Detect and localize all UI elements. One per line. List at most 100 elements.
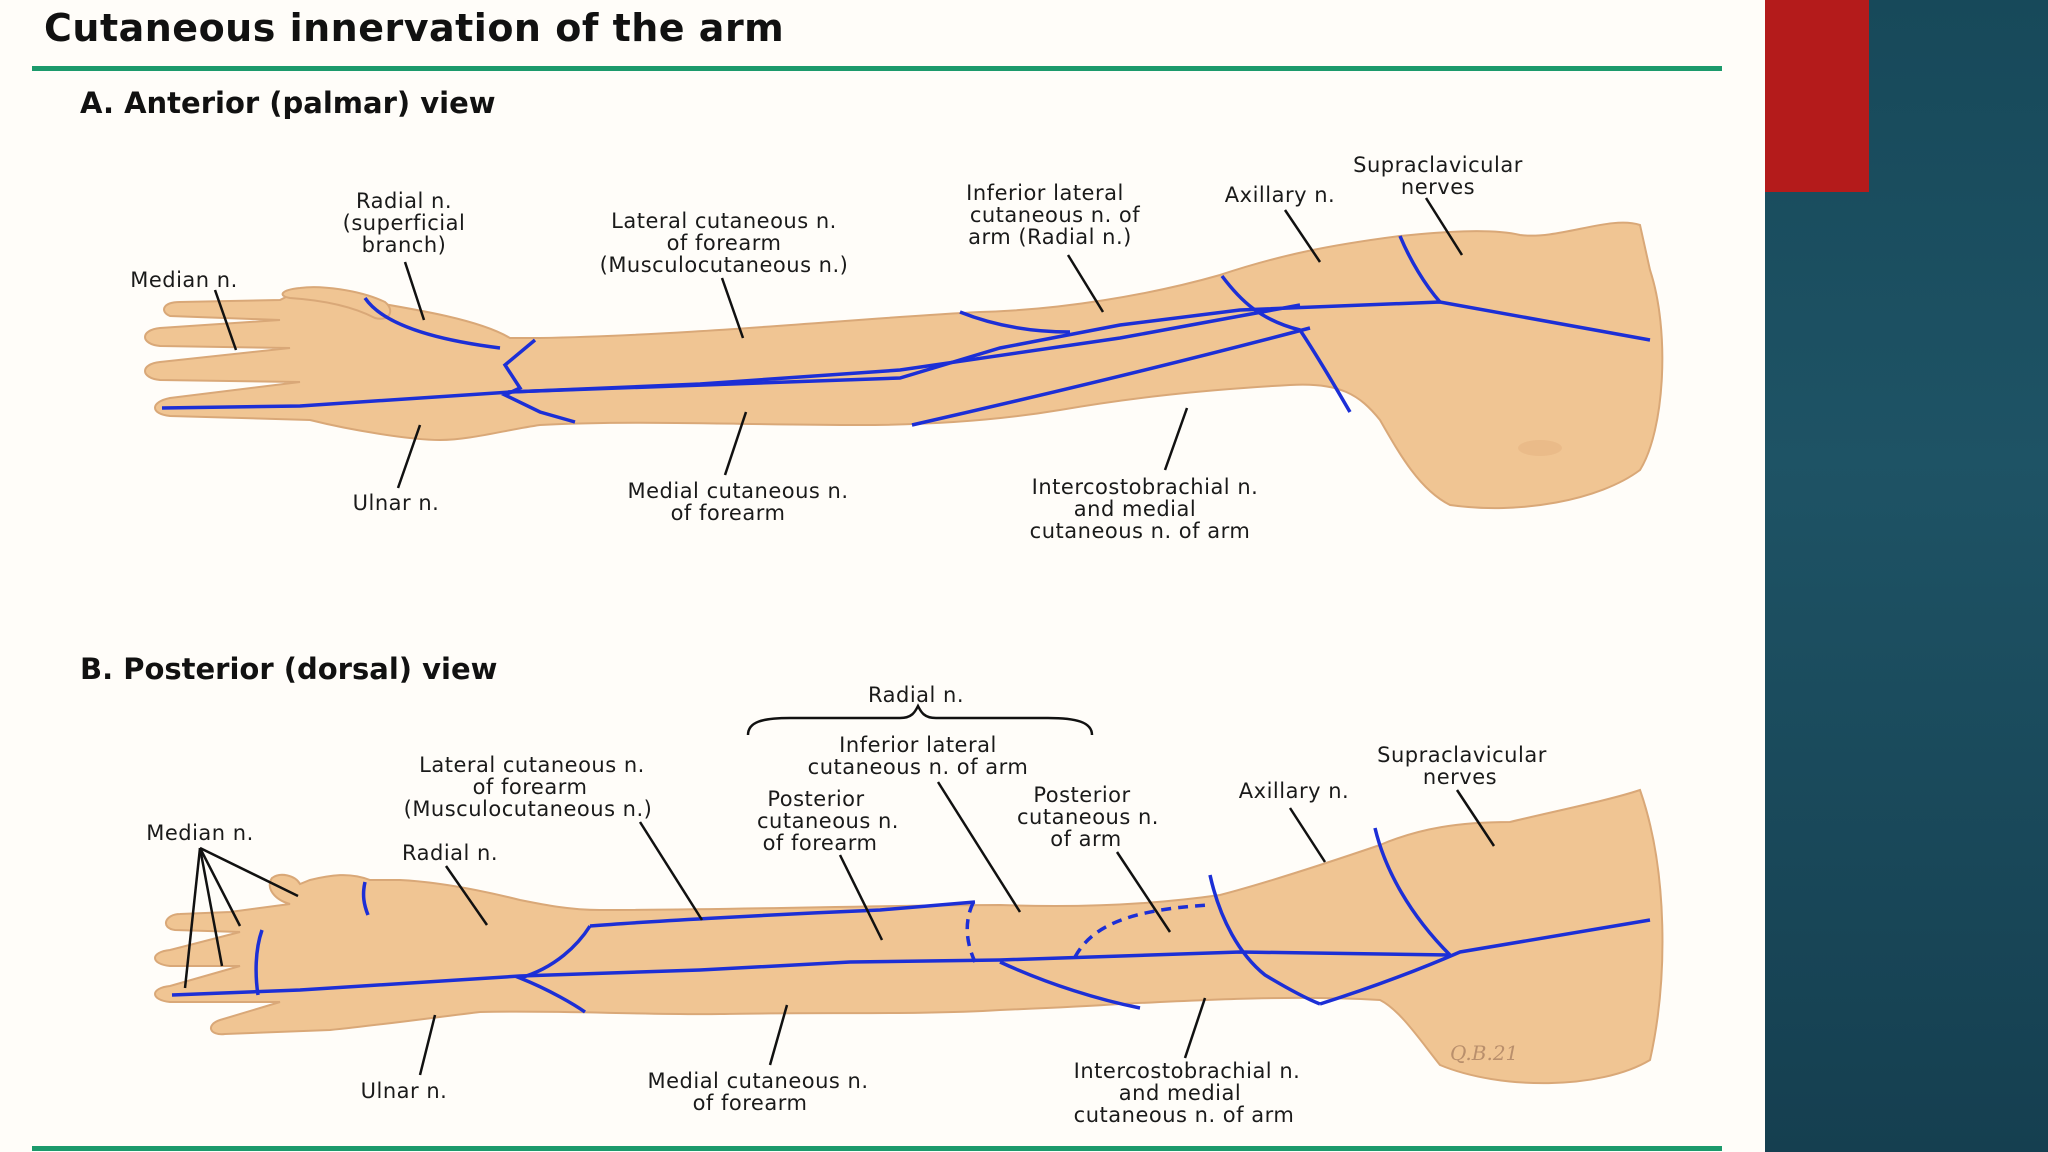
section-a-title: A. Anterior (palmar) view [80, 86, 496, 120]
anterior-labels: Median n. Radial n. (superficial branch)… [130, 153, 1523, 543]
posterior-nerve-line [589, 900, 976, 928]
posterior-nerve-line [1319, 918, 1651, 1006]
illustrator-signature: Q.B.21 [1450, 1041, 1518, 1065]
leader-line [1163, 407, 1189, 471]
leader-line [199, 846, 299, 898]
anterior-nerve-line [1398, 235, 1442, 304]
bottom-rule [32, 1146, 1722, 1151]
label-intercostobrachial: and medial [1074, 497, 1196, 521]
posterior-nerve-line [999, 960, 1141, 1010]
label-posterior-cutaneous-forearm: cutaneous n. [757, 809, 899, 833]
label-lateral-cutaneous-forearm: (Musculocutaneous n.) [600, 253, 849, 277]
leader-line [1424, 197, 1464, 256]
section-b-title: B. Posterior (dorsal) view [80, 652, 498, 686]
arm-diagram: Median n. Radial n. (superficial branch)… [130, 153, 1664, 1127]
label-posterior-cutaneous-arm: cutaneous n. [1017, 805, 1159, 829]
label-supraclavicular-b: Supraclavicular [1377, 743, 1547, 767]
label-supraclavicular: nerves [1401, 175, 1475, 199]
leader-line [638, 821, 704, 921]
posterior-arm-shape [154, 788, 1664, 1085]
label-inferior-lateral-cutaneous-arm: cutaneous n. of arm [808, 755, 1029, 779]
leader-line [1115, 851, 1172, 933]
label-inferior-lateral-cutaneous: arm (Radial n.) [968, 225, 1132, 249]
leader-line [403, 261, 426, 321]
leader-line [444, 865, 489, 926]
anterior-nerve-line [959, 310, 1071, 334]
label-axillary-b: Axillary n. [1239, 779, 1349, 803]
label-posterior-cutaneous-arm: Posterior [1033, 783, 1130, 807]
leader-line [1066, 254, 1105, 313]
label-medial-cutaneous-forearm-b: of forearm [693, 1091, 808, 1115]
posterior-nerve-line [171, 950, 1451, 997]
label-radial-superficial: branch) [362, 233, 447, 257]
label-intercostobrachial: cutaneous n. of arm [1030, 519, 1251, 543]
anterior-leader-lines [213, 197, 1464, 489]
label-medial-cutaneous-forearm: of forearm [671, 501, 786, 525]
label-inferior-lateral-cutaneous-arm: Inferior lateral [839, 733, 997, 757]
label-lateral-cutaneous-forearm: of forearm [667, 231, 782, 255]
label-lateral-cutaneous-forearm-b: Lateral cutaneous n. [419, 753, 645, 777]
label-medial-cutaneous-forearm-b: Medial cutaneous n. [647, 1069, 868, 1093]
leader-line [1288, 807, 1327, 863]
label-median-b: Median n. [146, 821, 254, 845]
label-inferior-lateral-cutaneous: Inferior lateral [966, 181, 1124, 205]
label-posterior-cutaneous-forearm: of forearm [763, 831, 878, 855]
leader-line [396, 424, 422, 489]
label-axillary: Axillary n. [1225, 183, 1335, 207]
label-median: Median n. [130, 268, 238, 292]
leader-line [720, 277, 745, 339]
label-posterior-cutaneous-forearm: Posterior [767, 787, 864, 811]
side-panel [1765, 0, 2048, 1152]
label-intercostobrachial-b: and medial [1119, 1081, 1241, 1105]
posterior-labels: Radial n. Inferior lateral cutaneous n. … [146, 683, 1547, 1127]
anterior-nerve-line [1220, 274, 1352, 413]
leader-line [1455, 789, 1496, 847]
label-medial-cutaneous-forearm: Medial cutaneous n. [627, 479, 848, 503]
leader-line [838, 854, 884, 941]
posterior-nerve-line-dashed [965, 902, 977, 963]
label-radial-b: Radial n. [402, 841, 498, 865]
label-lateral-cutaneous-forearm-b: (Musculocutaneous n.) [404, 797, 653, 821]
posterior-nerve-line [1208, 874, 1321, 1006]
posterior-nerve-line [361, 881, 370, 916]
label-posterior-cutaneous-arm: of arm [1050, 827, 1122, 851]
label-supraclavicular-b: nerves [1423, 765, 1497, 789]
leader-line [936, 781, 1022, 913]
posterior-arm-illustration [154, 788, 1664, 1085]
radial-group-brace [746, 703, 1094, 736]
slide-title: Cutaneous innervation of the arm [44, 6, 785, 50]
label-ulnar: Ulnar n. [353, 491, 440, 515]
posterior-nerve-line [254, 929, 264, 996]
leader-line [183, 847, 202, 989]
leader-line [213, 289, 238, 351]
posterior-nerve-line-dashed [1073, 903, 1211, 958]
title-rule [32, 66, 1722, 71]
label-lateral-cutaneous-forearm: Lateral cutaneous n. [611, 209, 837, 233]
anterior-nerve-line [911, 326, 1311, 427]
label-ulnar-b: Ulnar n. [361, 1079, 448, 1103]
leader-line [198, 847, 242, 927]
anterior-thumb-shape [281, 286, 392, 320]
label-inferior-lateral-cutaneous: cutaneous n. of [970, 203, 1140, 227]
label-intercostobrachial-b: cutaneous n. of arm [1074, 1103, 1295, 1127]
label-radial-superficial: Radial n. [356, 189, 452, 213]
label-radial-superficial: (superficial [343, 211, 466, 235]
label-supraclavicular: Supraclavicular [1353, 153, 1523, 177]
label-radial-group: Radial n. [868, 683, 964, 707]
leader-line [418, 1014, 437, 1076]
label-lateral-cutaneous-forearm-b: of forearm [473, 775, 588, 799]
accent-block [1765, 0, 1869, 192]
leader-line [723, 411, 748, 476]
anterior-nerve-line [363, 296, 501, 350]
leader-line [1183, 997, 1207, 1059]
leader-line [198, 847, 224, 967]
nipple-shape [1518, 440, 1562, 456]
anterior-arm-shape [144, 221, 1664, 510]
posterior-leader-lines [183, 781, 1496, 1076]
posterior-nerve-line [514, 925, 592, 1014]
label-intercostobrachial-b: Intercostobrachial n. [1074, 1059, 1301, 1083]
posterior-nerve-line [1373, 827, 1452, 957]
leader-line [1283, 209, 1322, 263]
anterior-nerve-line [500, 338, 576, 424]
leader-line [768, 1004, 789, 1066]
